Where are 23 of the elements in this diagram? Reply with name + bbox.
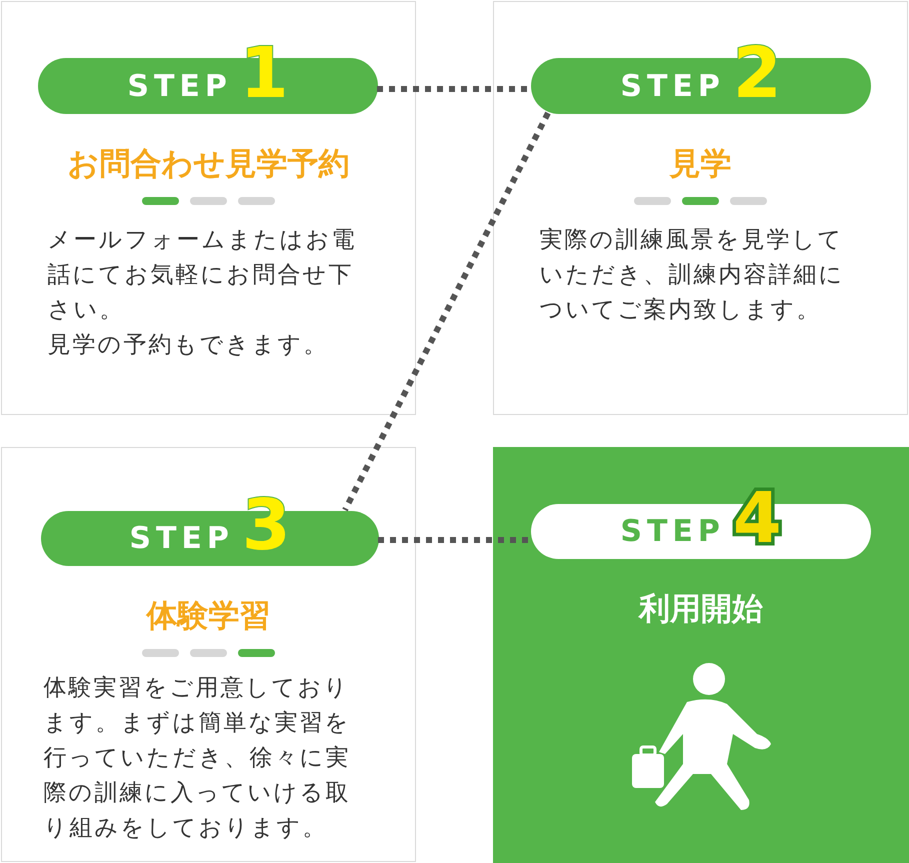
step-number: 1: [240, 38, 289, 108]
dotted-connector: [377, 86, 530, 92]
step-description: 体験実習をご用意しております。まずは簡単な実習を行っていただき、徐々に実際の訓練に入っていける取り組みをしております。: [44, 674, 352, 844]
dotted-connector: [378, 537, 530, 543]
step-card: [1, 1, 416, 415]
dotted-connector: [342, 112, 551, 512]
step-label: STEP: [127, 72, 232, 106]
step-title: 体験学習: [146, 598, 270, 636]
step-label: STEP: [129, 524, 234, 558]
step-description: 実際の訓練風景を見学していただき、訓練内容詳細についてご案内致します。: [540, 226, 846, 326]
step-label: STEP: [620, 72, 725, 106]
step-panel: [493, 447, 909, 863]
step-card: [493, 1, 908, 415]
step-description: メールフォームまたはお電話にてお気軽にお問合せ下さい。: [48, 226, 358, 326]
step-title: 利用開始: [639, 591, 763, 628]
step-title: お問合わせ見学予約: [68, 146, 350, 184]
step-number: 3: [242, 490, 291, 560]
step-label: STEP: [620, 517, 725, 551]
step-number: 4: [732, 483, 782, 553]
step-title: 見学: [670, 146, 732, 184]
step-description: 見学の予約もできます。: [48, 331, 330, 360]
step-card: [1, 447, 416, 862]
step-number: 2: [732, 38, 782, 108]
